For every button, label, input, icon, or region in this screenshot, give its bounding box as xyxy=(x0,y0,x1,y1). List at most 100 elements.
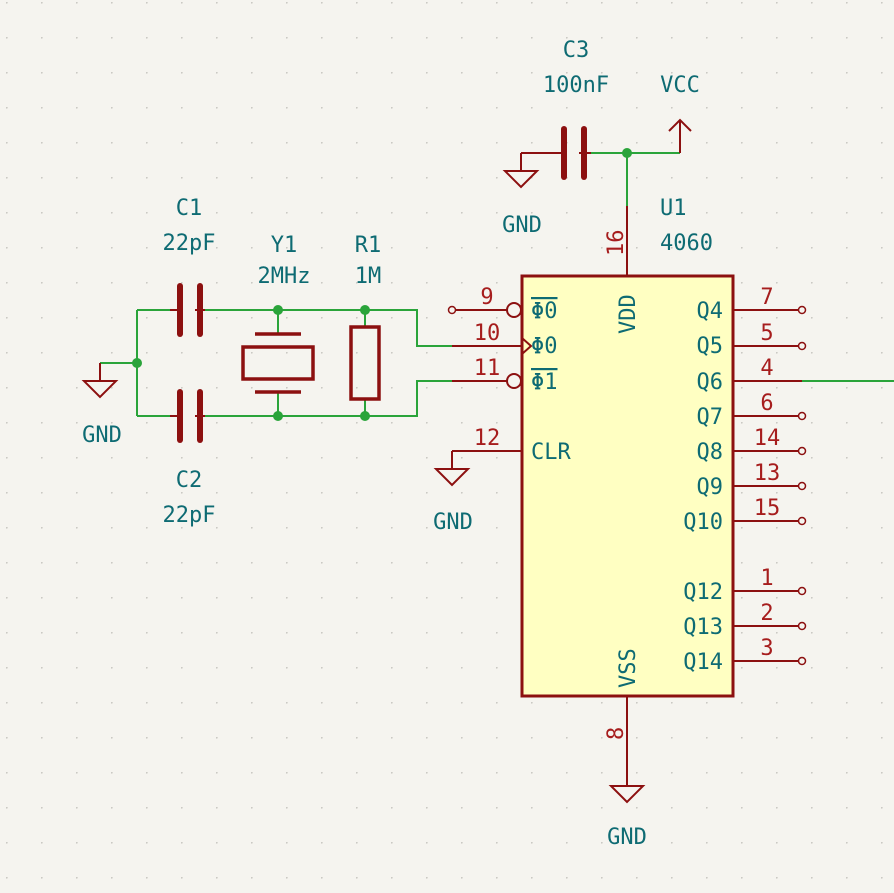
pin-endpoint xyxy=(797,516,807,526)
pin-phi0-bar[interactable]: 9 Φ0 xyxy=(447,285,558,324)
pin-q6[interactable]: 4 Q6 xyxy=(697,356,803,395)
junction-dot xyxy=(360,411,370,421)
gnd-triangle xyxy=(81,380,119,399)
pin-endpoint xyxy=(797,656,807,666)
pin-name-vss: VSS xyxy=(616,648,641,688)
junctions xyxy=(132,148,632,421)
resistor-r1[interactable]: R1 1M xyxy=(349,233,382,401)
vcc-arrow xyxy=(668,118,692,132)
pin-number: 10 xyxy=(474,321,501,346)
pin-q14[interactable]: 3 Q14 xyxy=(683,636,807,675)
clock-arrow xyxy=(521,337,533,355)
pin-name: Q14 xyxy=(683,650,723,675)
pin-name: Q10 xyxy=(683,510,723,535)
junction-dot xyxy=(132,358,142,368)
gnd-label: GND xyxy=(433,510,473,535)
wire-c1-right[interactable] xyxy=(205,309,452,347)
junction-dot xyxy=(360,305,370,315)
pin-endpoint xyxy=(797,446,807,456)
pin-q5[interactable]: 5 Q5 xyxy=(697,321,807,359)
y1-value: 2MHz xyxy=(258,264,311,289)
gnd-symbol-left[interactable]: GND xyxy=(81,363,122,448)
r1-body xyxy=(349,325,381,401)
pin-q7[interactable]: 6 Q7 xyxy=(697,391,807,430)
pin-name: Q12 xyxy=(683,580,723,605)
pin-name: Q8 xyxy=(697,440,724,465)
pin-endpoint xyxy=(797,305,807,315)
pin-name: Q13 xyxy=(683,615,723,640)
gnd-triangle xyxy=(433,468,471,487)
pin-name: Φ0 xyxy=(531,299,558,324)
gnd-symbol-c3[interactable]: GND xyxy=(502,153,542,238)
pin-number: 7 xyxy=(760,285,773,310)
capacitor-c2[interactable]: C2 22pF xyxy=(163,389,216,528)
pin-name: Φ1 xyxy=(531,370,558,395)
pin-name: CLR xyxy=(531,440,571,465)
gnd-symbol-clr[interactable]: GND xyxy=(433,451,473,535)
pin-q12[interactable]: 1 Q12 xyxy=(683,566,807,605)
r1-ref: R1 xyxy=(355,233,382,258)
pin-name: Q5 xyxy=(697,334,724,359)
vcc-symbol[interactable]: VCC xyxy=(660,73,700,153)
c1-ref: C1 xyxy=(176,196,203,221)
pin-q8[interactable]: 14 Q8 xyxy=(697,426,807,465)
pin-endpoint xyxy=(797,481,807,491)
pin-name: Q6 xyxy=(697,370,724,395)
pin-number: 5 xyxy=(760,321,773,346)
pin-number-vss: 8 xyxy=(604,727,629,740)
gnd-symbol-vss[interactable]: GND xyxy=(607,785,647,850)
pin-number: 13 xyxy=(754,461,781,486)
junction-dot xyxy=(622,148,632,158)
pin-number: 15 xyxy=(754,496,781,521)
y1-ref: Y1 xyxy=(271,233,298,258)
capacitor-c1[interactable]: C1 22pF xyxy=(163,196,216,337)
vcc-label: VCC xyxy=(660,73,700,98)
pin-number: 9 xyxy=(480,285,493,310)
pin-name: Q7 xyxy=(697,405,724,430)
wire-c2-right[interactable] xyxy=(205,380,452,417)
pin-q9[interactable]: 13 Q9 xyxy=(697,461,807,500)
junction-dot xyxy=(273,305,283,315)
junction-dot xyxy=(273,411,283,421)
pin-q13[interactable]: 2 Q13 xyxy=(683,601,807,640)
gnd-triangle xyxy=(608,785,646,804)
crystal-y1[interactable]: Y1 2MHz xyxy=(241,233,315,394)
pin-q10[interactable]: 15 Q10 xyxy=(683,496,807,535)
pin-number: 1 xyxy=(760,566,773,591)
c3-value: 100nF xyxy=(543,73,609,98)
pin-endpoint xyxy=(797,341,807,351)
pin-phi0[interactable]: 10 Φ0 xyxy=(452,321,558,359)
pin-endpoint xyxy=(797,621,807,631)
gnd-label: GND xyxy=(607,825,647,850)
ic-u1[interactable]: U1 4060 16 VDD 8 VSS 9 Φ0 10 Φ0 11 xyxy=(447,196,807,786)
gnd-label: GND xyxy=(502,213,542,238)
c2-ref: C2 xyxy=(176,468,203,493)
capacitor-c3[interactable]: C3 100nF xyxy=(521,38,609,180)
c2-value: 22pF xyxy=(163,503,216,528)
pin-number: 11 xyxy=(474,356,501,381)
pin-number: 3 xyxy=(760,636,773,661)
gnd-triangle xyxy=(502,170,540,189)
pin-number: 14 xyxy=(754,426,781,451)
pin-number: 6 xyxy=(760,391,773,416)
pin-name: Q9 xyxy=(697,475,724,500)
y1-body xyxy=(241,345,315,381)
r1-value: 1M xyxy=(355,264,382,289)
pin-phi1-bar[interactable]: 11 Φ1 xyxy=(452,356,558,395)
c1-value: 22pF xyxy=(163,231,216,256)
c3-ref: C3 xyxy=(563,38,590,63)
gnd-label: GND xyxy=(82,423,122,448)
u1-ref: U1 xyxy=(660,196,687,221)
pin-name: Q4 xyxy=(697,299,724,324)
pin-number: 4 xyxy=(760,356,773,381)
pin-number: 2 xyxy=(760,601,773,626)
pin-q4[interactable]: 7 Q4 xyxy=(697,285,807,324)
u1-value: 4060 xyxy=(660,231,713,256)
pin-endpoint xyxy=(797,586,807,596)
pin-name: Φ0 xyxy=(531,334,558,359)
pin-endpoint xyxy=(797,411,807,421)
pin-clr[interactable]: 12 CLR xyxy=(452,426,571,465)
pin-number: 12 xyxy=(474,426,501,451)
